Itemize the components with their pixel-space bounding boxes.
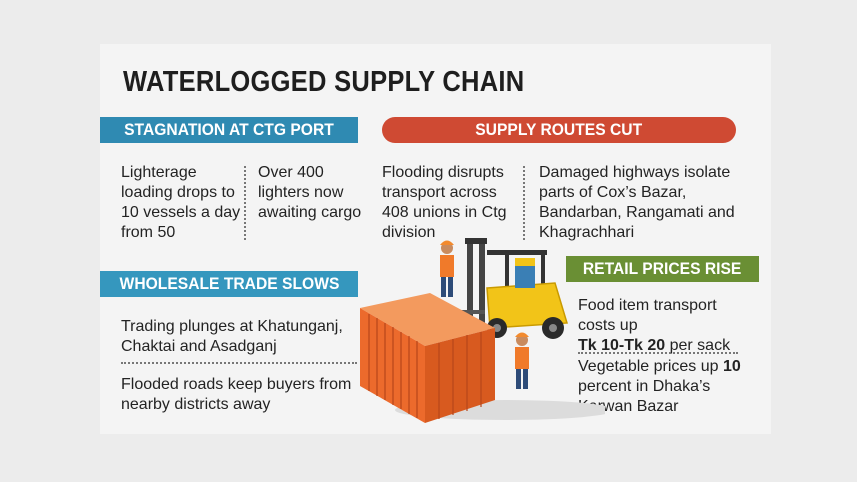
routes-fact-unions: Flooding disrupts transport across 408 u…	[382, 164, 507, 241]
dotted-divider	[523, 166, 525, 240]
retail-fact-vegetable: Vegetable prices up 10 percent in Dhaka’…	[578, 357, 758, 417]
shipping-container-icon	[360, 293, 495, 423]
dotted-divider	[121, 362, 357, 364]
dotted-divider	[244, 166, 246, 240]
dotted-divider	[578, 352, 738, 354]
port-heading-banner: STAGNATION AT CTG PORT	[100, 117, 358, 143]
container-forklift-illustration	[360, 238, 605, 423]
retail-fact-vegetable-post: percent in Dhaka’s Karwan Bazar	[578, 378, 711, 415]
retail-fact-transport-pre: Food item transport costs up	[578, 297, 717, 334]
retail-fact-transport-post: per sack	[669, 337, 731, 354]
wholesale-heading-banner: WHOLESALE TRADE SLOWS	[100, 271, 358, 297]
routes-heading-banner: SUPPLY ROUTES CUT	[382, 117, 736, 143]
retail-heading-banner: RETAIL PRICES RISE	[566, 256, 759, 282]
port-fact-loading: Lighterage loading drops to 10 vessels a…	[121, 164, 241, 241]
worker-icon	[515, 332, 529, 389]
wholesale-heading: WHOLESALE TRADE SLOWS	[119, 274, 339, 293]
retail-fact-vegetable-pre: Vegetable prices up	[578, 358, 719, 375]
retail-fact-transport-amount: Tk 10-Tk 20	[578, 337, 666, 354]
port-fact-lighters: Over 400 lighters now awaiting cargo	[258, 164, 362, 221]
page-title: WATERLOGGED SUPPLY CHAIN	[123, 66, 525, 98]
retail-heading: RETAIL PRICES RISE	[583, 259, 742, 278]
retail-fact-transport: Food item transport costs up Tk 10-Tk 20…	[578, 296, 758, 356]
routes-heading: SUPPLY ROUTES CUT	[475, 120, 643, 139]
worker-icon	[440, 240, 454, 297]
retail-fact-vegetable-amount: 10	[723, 358, 741, 375]
port-heading: STAGNATION AT CTG PORT	[124, 120, 334, 139]
routes-fact-highways: Damaged highways isolate parts of Cox’s …	[539, 164, 735, 241]
wholesale-fact-buyers: Flooded roads keep buyers from nearby di…	[121, 376, 352, 413]
wholesale-fact-trading: Trading plunges at Khatunganj, Chaktai a…	[121, 318, 343, 355]
